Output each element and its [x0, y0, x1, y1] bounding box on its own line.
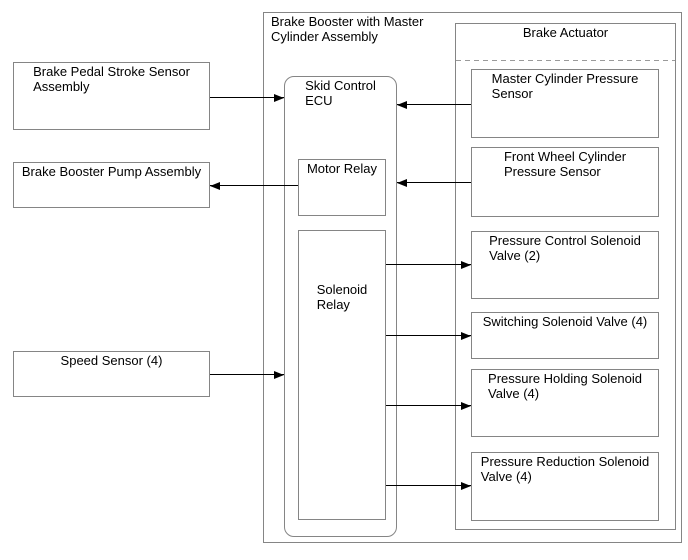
- switching-solenoid-valve-label: Switching Solenoid Valve (4): [482, 314, 648, 329]
- brake-actuator-label: Brake Actuator: [522, 25, 609, 40]
- arrow-solenoid-relay-to-pressure-holding-valve: [386, 401, 471, 410]
- box-speed-sensor: Speed Sensor (4): [13, 351, 210, 397]
- box-pressure-holding-solenoid-valve: Pressure Holding Solenoid Valve (4): [471, 369, 659, 437]
- box-master-cylinder-pressure-sensor: Master Cylinder Pressure Sensor: [471, 69, 659, 138]
- arrow-solenoid-relay-to-pressure-control-valve: [386, 260, 471, 269]
- arrow-master-cylinder-pressure-sensor-to-ecu: [397, 100, 471, 109]
- brake-booster-assembly-label: Brake Booster with Master Cylinder Assem…: [271, 14, 424, 44]
- arrow-solenoid-relay-to-pressure-reduction-valve: [386, 481, 471, 490]
- box-solenoid-relay: Solenoid Relay: [298, 230, 386, 520]
- brake-pedal-stroke-sensor-label: Brake Pedal Stroke Sensor Assembly: [33, 64, 190, 94]
- skid-control-ecu-label: Skid Control ECU: [305, 78, 376, 108]
- actuator-dashed-separator: [456, 60, 675, 61]
- arrow-solenoid-relay-to-switching-valve: [386, 331, 471, 340]
- speed-sensor-label: Speed Sensor (4): [60, 353, 163, 368]
- arrow-front-wheel-pressure-sensor-to-ecu: [397, 178, 471, 187]
- box-front-wheel-cylinder-pressure-sensor: Front Wheel Cylinder Pressure Sensor: [471, 147, 659, 217]
- box-brake-booster-pump: Brake Booster Pump Assembly: [13, 162, 210, 208]
- box-brake-pedal-stroke-sensor: Brake Pedal Stroke Sensor Assembly: [13, 62, 210, 130]
- front-wheel-cylinder-pressure-sensor-label: Front Wheel Cylinder Pressure Sensor: [503, 149, 627, 179]
- motor-relay-label: Motor Relay: [306, 161, 378, 176]
- box-switching-solenoid-valve: Switching Solenoid Valve (4): [471, 312, 659, 359]
- solenoid-relay-label: Solenoid Relay: [316, 282, 368, 312]
- arrow-pedal-stroke-sensor-to-ecu: [210, 93, 284, 102]
- box-motor-relay: Motor Relay: [298, 159, 386, 216]
- brake-booster-pump-label: Brake Booster Pump Assembly: [21, 164, 202, 179]
- arrow-speed-sensor-to-ecu: [210, 370, 284, 379]
- master-cylinder-pressure-sensor-label: Master Cylinder Pressure Sensor: [491, 71, 639, 101]
- arrow-motor-relay-to-booster-pump: [210, 181, 298, 190]
- pressure-holding-solenoid-valve-label: Pressure Holding Solenoid Valve (4): [488, 371, 642, 401]
- box-pressure-control-solenoid-valve: Pressure Control Solenoid Valve (2): [471, 231, 659, 299]
- pressure-reduction-solenoid-valve-label: Pressure Reduction Solenoid Valve (4): [480, 454, 650, 484]
- box-pressure-reduction-solenoid-valve: Pressure Reduction Solenoid Valve (4): [471, 452, 659, 521]
- pressure-control-solenoid-valve-label: Pressure Control Solenoid Valve (2): [489, 233, 641, 263]
